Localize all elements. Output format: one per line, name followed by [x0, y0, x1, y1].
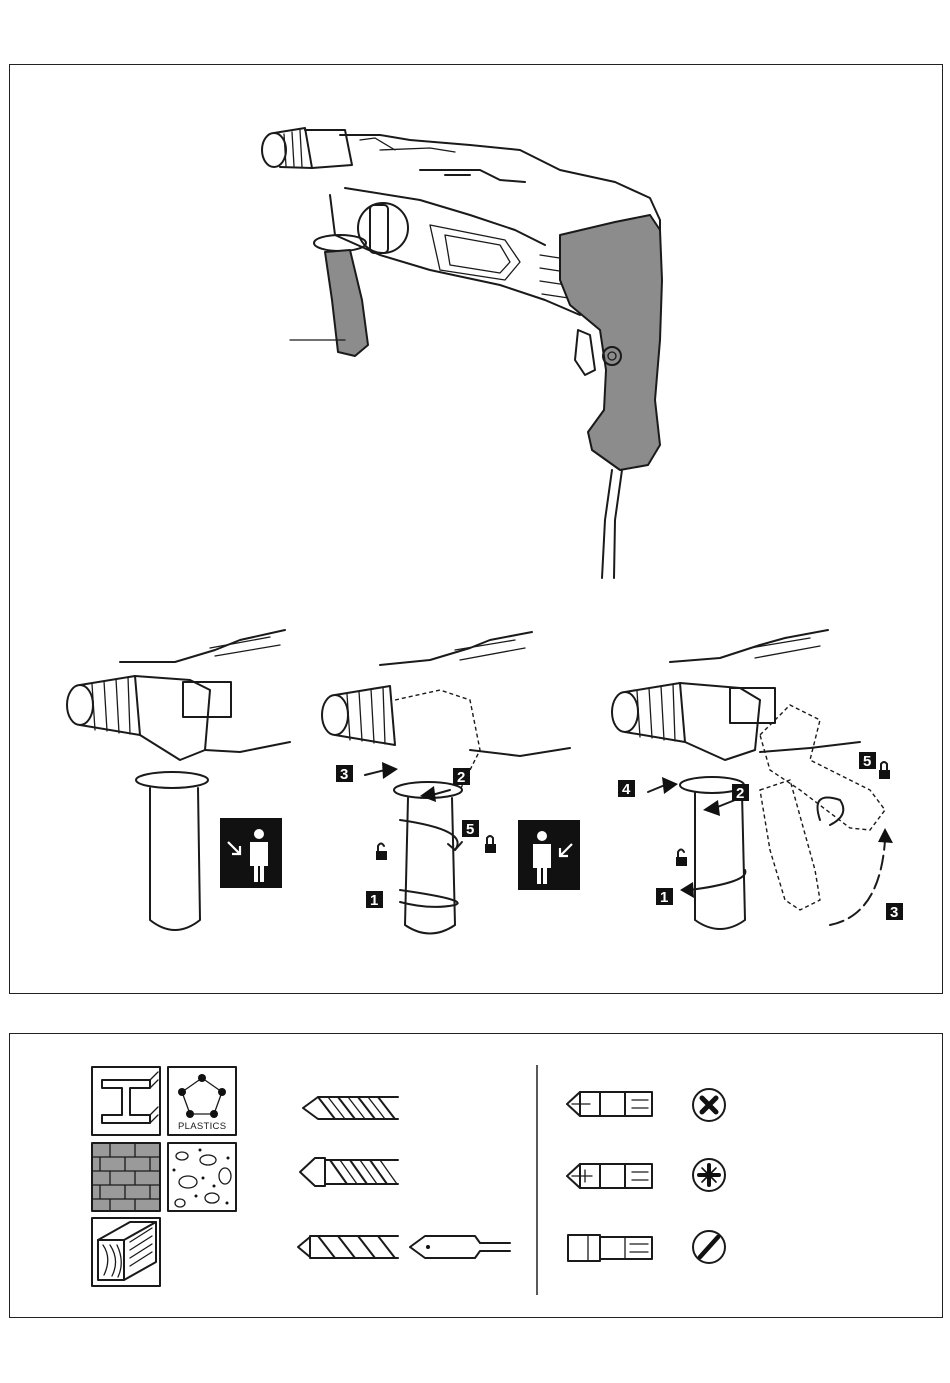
tighten-handle-pictogram [220, 818, 282, 888]
step-2-label: 2 [736, 785, 744, 802]
step-3-label: 3 [890, 904, 898, 921]
adjust-handle-angle-illustration [612, 630, 893, 929]
figure-panel-bottom [9, 1033, 943, 1318]
step-1-label: 1 [370, 892, 378, 909]
step-5-label: 5 [466, 821, 474, 838]
step-3-label: 3 [340, 766, 348, 783]
step-5-label: 5 [863, 753, 871, 770]
loosen-handle-pictogram [518, 820, 580, 890]
step-1-label: 1 [660, 889, 668, 906]
hammer-drill-illustration [262, 128, 662, 578]
step-4-label: 4 [622, 781, 631, 798]
step-markers-right: 4 2 5 1 3 [618, 752, 903, 921]
step-2-label: 2 [457, 769, 465, 786]
